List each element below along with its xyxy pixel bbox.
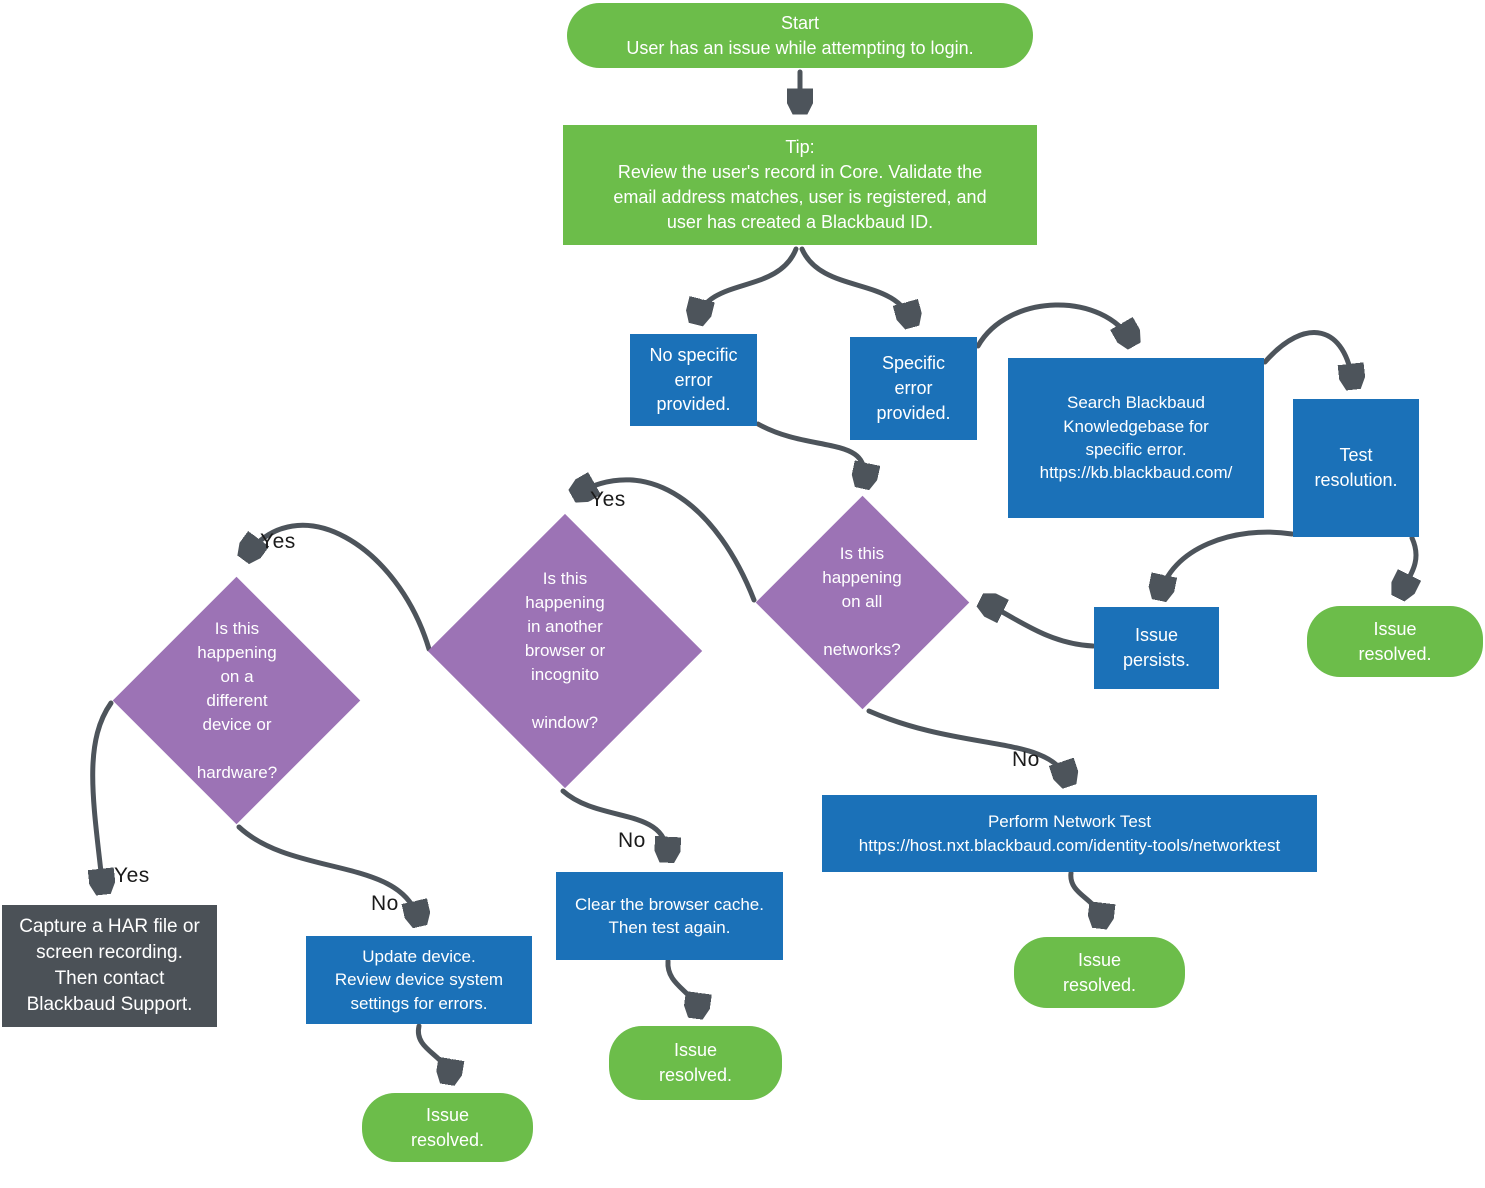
node-issue-resolved-network: Issue resolved.: [1014, 937, 1185, 1008]
node-tip: Tip: Review the user's record in Core. V…: [563, 125, 1037, 245]
node-issue-persists: Issue persists.: [1094, 607, 1219, 689]
edge-persists-networks: [984, 602, 1096, 649]
decision-browser-label: Is this happening in another browser or …: [524, 568, 606, 733]
edge-specific-search: [975, 302, 1132, 346]
node-start: Start User has an issue while attempting…: [567, 3, 1033, 68]
edge-device-update-no: [236, 824, 419, 922]
edge-networks-networktest-no: [866, 708, 1068, 782]
node-search-knowledgebase: Search Blackbaud Knowledgebase for speci…: [1008, 358, 1264, 518]
edge-networktest-resolved: [1068, 870, 1100, 924]
node-test-resolution: Test resolution.: [1293, 399, 1419, 537]
edge-label-no-clear: No: [618, 829, 646, 852]
edge-clear-resolved: [665, 958, 696, 1014]
edge-label-yes-har: Yes: [114, 864, 150, 887]
edge-browser-device-yes: [246, 522, 432, 652]
edge-label-no-update: No: [371, 892, 399, 915]
edge-update-resolved: [415, 1023, 448, 1080]
node-update-device: Update device. Review device system sett…: [306, 936, 532, 1024]
edge-label-no-network: No: [1012, 748, 1040, 771]
node-issue-resolved-clear: Issue resolved.: [609, 1026, 782, 1100]
edge-label-yes-browser: Yes: [590, 488, 626, 511]
node-clear-cache: Clear the browser cache. Then test again…: [556, 872, 783, 960]
decision-networks-label: Is this happening on all networks?: [822, 543, 902, 660]
edge-label-yes-device: Yes: [260, 530, 296, 553]
node-issue-resolved-update: Issue resolved.: [362, 1093, 533, 1162]
edge-networks-browser-yes: [576, 480, 757, 603]
node-specific-error: Specific error provided.: [850, 337, 977, 440]
edge-tip-no-specific: [697, 246, 799, 320]
node-capture-har: Capture a HAR file or screen recording. …: [2, 905, 217, 1027]
edge-test-persists: [1160, 529, 1295, 596]
edge-no-specific-networks: [755, 421, 864, 484]
edge-device-har-yes: [93, 700, 111, 890]
decision-device-label: Is this happening on a different device …: [196, 618, 278, 783]
edge-tip-specific: [799, 246, 911, 323]
edge-browser-clear-no: [560, 788, 667, 858]
node-issue-resolved-test: Issue resolved.: [1307, 606, 1483, 677]
edge-test-resolved: [1400, 535, 1416, 594]
node-no-specific-error: No specific error provided.: [630, 334, 757, 426]
edge-search-test: [1262, 330, 1353, 385]
node-network-test: Perform Network Test https://host.nxt.bl…: [822, 795, 1317, 872]
